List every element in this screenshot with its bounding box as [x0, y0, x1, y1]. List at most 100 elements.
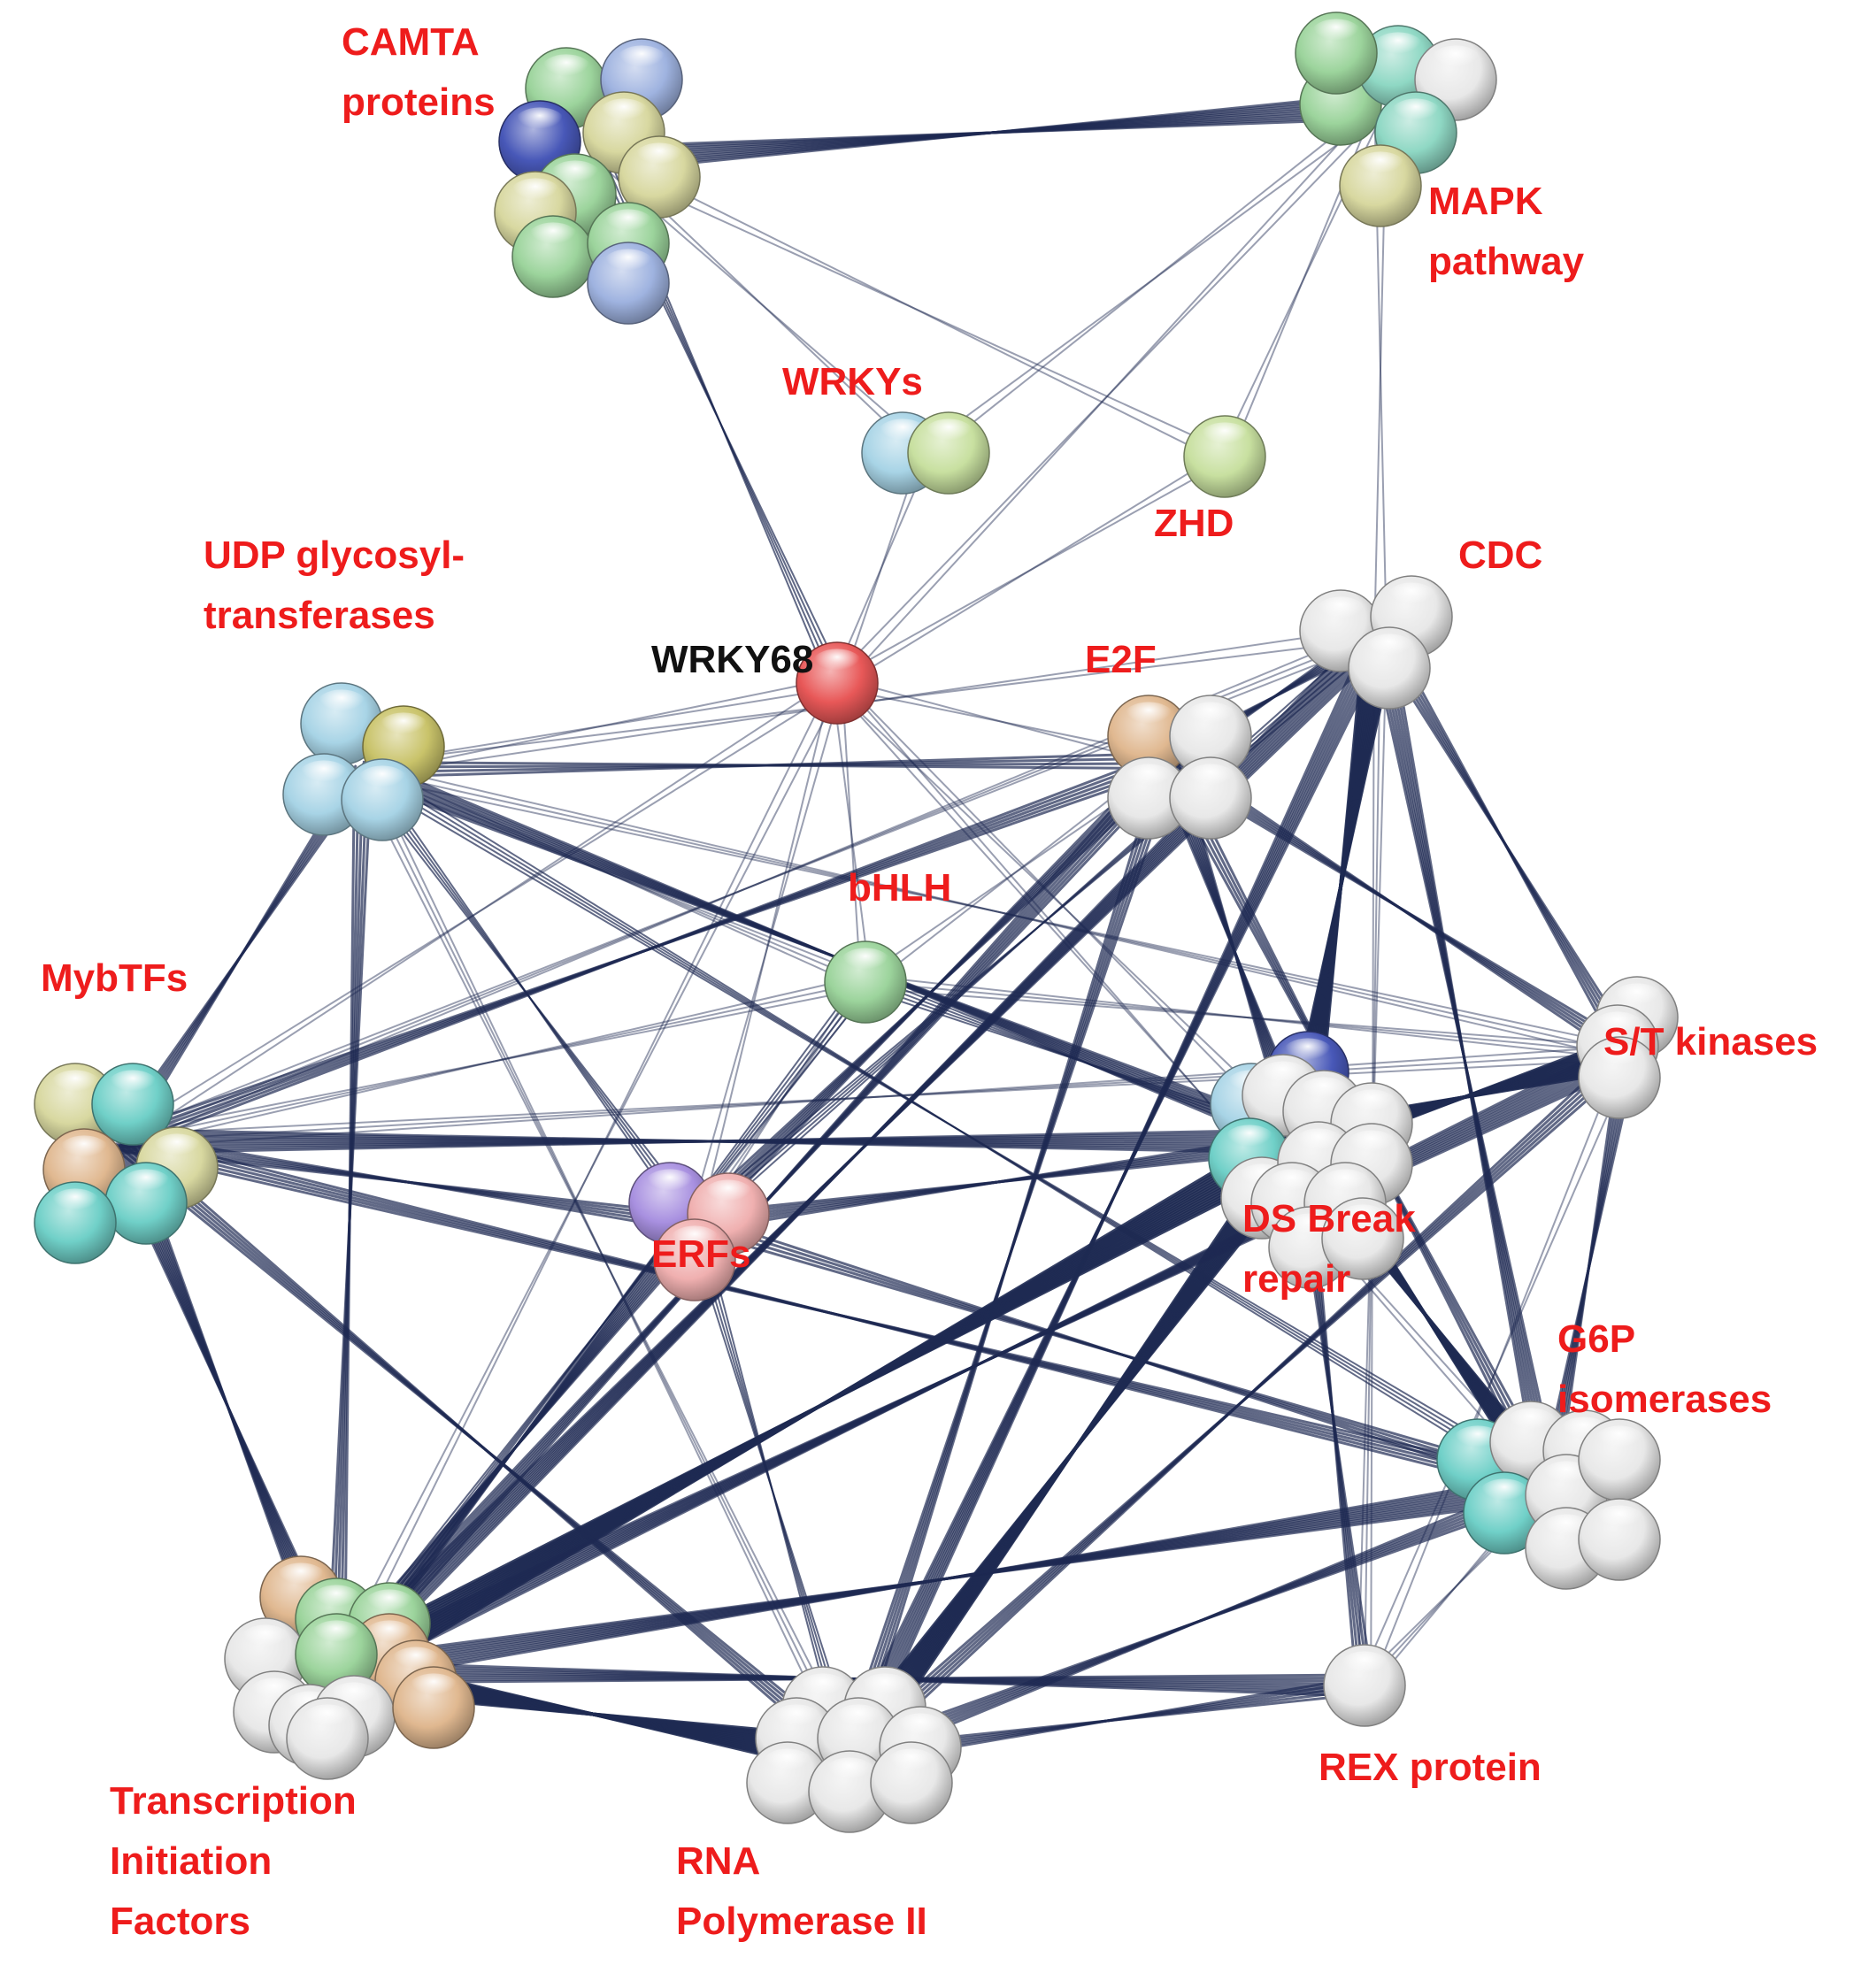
edge-line — [361, 775, 1630, 1048]
protein-node[interactable] — [1169, 695, 1252, 778]
label-udp: UDP glycosyl- transferases — [204, 526, 465, 646]
node-highlight — [311, 1620, 362, 1650]
node-highlight — [1505, 1408, 1557, 1438]
edge-line — [852, 1476, 1546, 1767]
label-erfs: ERFs — [651, 1232, 751, 1276]
node-highlight — [58, 1135, 110, 1165]
node-highlight — [1123, 764, 1174, 794]
node-highlight — [1123, 702, 1174, 732]
edge-line — [118, 987, 867, 1136]
node-highlight — [151, 1133, 203, 1163]
protein-node[interactable] — [341, 758, 424, 841]
protein-node[interactable] — [1321, 1197, 1404, 1280]
edge-line — [839, 451, 1223, 688]
protein-node[interactable] — [34, 1181, 117, 1264]
edge-line — [854, 1045, 1624, 1764]
protein-node[interactable] — [746, 1741, 829, 1824]
label-tif-line3: Factors — [110, 1900, 250, 1943]
protein-node[interactable] — [286, 1697, 369, 1780]
protein-node[interactable] — [1183, 415, 1266, 498]
label-g6p: G6P isomerases — [1557, 1309, 1772, 1430]
label-e2f: E2F — [1085, 638, 1157, 681]
protein-node[interactable] — [618, 135, 701, 219]
protein-node[interactable] — [104, 1162, 188, 1245]
protein-node[interactable] — [91, 1063, 174, 1146]
protein-node[interactable] — [300, 682, 383, 765]
protein-node[interactable] — [1107, 756, 1190, 840]
edge-line — [121, 751, 1166, 1151]
edge-line — [119, 1052, 1629, 1142]
node-highlight — [514, 107, 565, 137]
node-highlight — [50, 1188, 101, 1218]
edge-line — [696, 1131, 1300, 1233]
edge-line — [602, 92, 1380, 173]
label-ds-break-line2: repair — [1242, 1257, 1351, 1301]
protein-node[interactable] — [295, 1613, 378, 1696]
protein-node[interactable] — [796, 641, 879, 725]
node-highlight — [240, 1624, 291, 1654]
edge-line — [831, 683, 872, 982]
node-highlight — [364, 1589, 415, 1619]
protein-node[interactable] — [653, 1218, 736, 1301]
edge-line — [928, 101, 1378, 458]
protein-node[interactable] — [907, 411, 990, 495]
edge-bhlh-st_kinases — [865, 974, 1629, 1061]
cluster-tif — [224, 1555, 475, 1780]
protein-node[interactable] — [1578, 1418, 1661, 1501]
node-highlight — [1430, 45, 1481, 75]
label-mapk-line2: pathway — [1428, 240, 1585, 283]
edge-line — [698, 681, 834, 1224]
protein-node[interactable] — [392, 1666, 475, 1749]
edge-camta-zhd — [598, 153, 1228, 463]
cluster-st_kinases — [1576, 976, 1679, 1119]
edge-line — [120, 974, 865, 1149]
node-highlight — [1185, 702, 1236, 732]
cluster-rex — [1323, 1644, 1406, 1727]
node-highlight — [1594, 1425, 1645, 1455]
edge-wrky68-mybtfs — [116, 678, 841, 1147]
cluster-zhd — [1183, 415, 1266, 498]
edge-line — [840, 679, 1546, 1491]
protein-node[interactable] — [1578, 1036, 1661, 1119]
protein-node[interactable] — [1323, 1644, 1406, 1727]
node-highlight — [1479, 1478, 1530, 1509]
protein-node[interactable] — [1348, 626, 1431, 710]
node-highlight — [797, 1673, 849, 1703]
protein-node[interactable] — [1463, 1471, 1546, 1555]
label-udp-line2: transferases — [204, 594, 435, 637]
label-tif-line1: Transcription — [110, 1779, 357, 1823]
protein-node[interactable] — [587, 242, 670, 325]
label-rna-pol: RNA Polymerase II — [676, 1831, 927, 1952]
label-cdc: CDC — [1458, 534, 1543, 577]
protein-node[interactable] — [511, 215, 595, 298]
node-highlight — [1594, 1043, 1645, 1073]
node-highlight — [541, 54, 592, 84]
edge-ds_break-rna_pol — [834, 1131, 1316, 1767]
label-rna-pol-line1: RNA — [676, 1839, 761, 1883]
label-rex: REX protein — [1319, 1746, 1542, 1789]
node-highlight — [811, 649, 863, 679]
edge-line — [116, 687, 841, 1138]
protein-node[interactable] — [1339, 144, 1422, 227]
label-ds-break: DS Break repair — [1242, 1189, 1416, 1309]
edge-line — [860, 1131, 1290, 1767]
node-highlight — [616, 45, 667, 75]
edge-line — [857, 627, 1372, 1762]
node-highlight — [302, 1704, 353, 1734]
label-mybtfs: MybTFs — [41, 956, 188, 1000]
protein-node[interactable] — [824, 940, 907, 1024]
protein-node[interactable] — [1578, 1498, 1661, 1581]
edge-line — [834, 459, 1228, 680]
edge-g6p-rna_pol — [845, 1476, 1553, 1767]
edge-wrky68-tif — [330, 679, 843, 1676]
protein-node[interactable] — [1295, 12, 1378, 95]
label-g6p-line2: isomerases — [1557, 1378, 1772, 1421]
label-mapk-line1: MAPK — [1428, 180, 1543, 223]
protein-node[interactable] — [1169, 756, 1252, 840]
edge-line — [832, 109, 1386, 680]
protein-node[interactable] — [870, 1741, 953, 1824]
node-highlight — [895, 1713, 946, 1743]
node-highlight — [703, 1179, 754, 1209]
cluster-cdc — [1299, 575, 1453, 710]
edge-mapk-wrky68 — [832, 102, 1386, 687]
